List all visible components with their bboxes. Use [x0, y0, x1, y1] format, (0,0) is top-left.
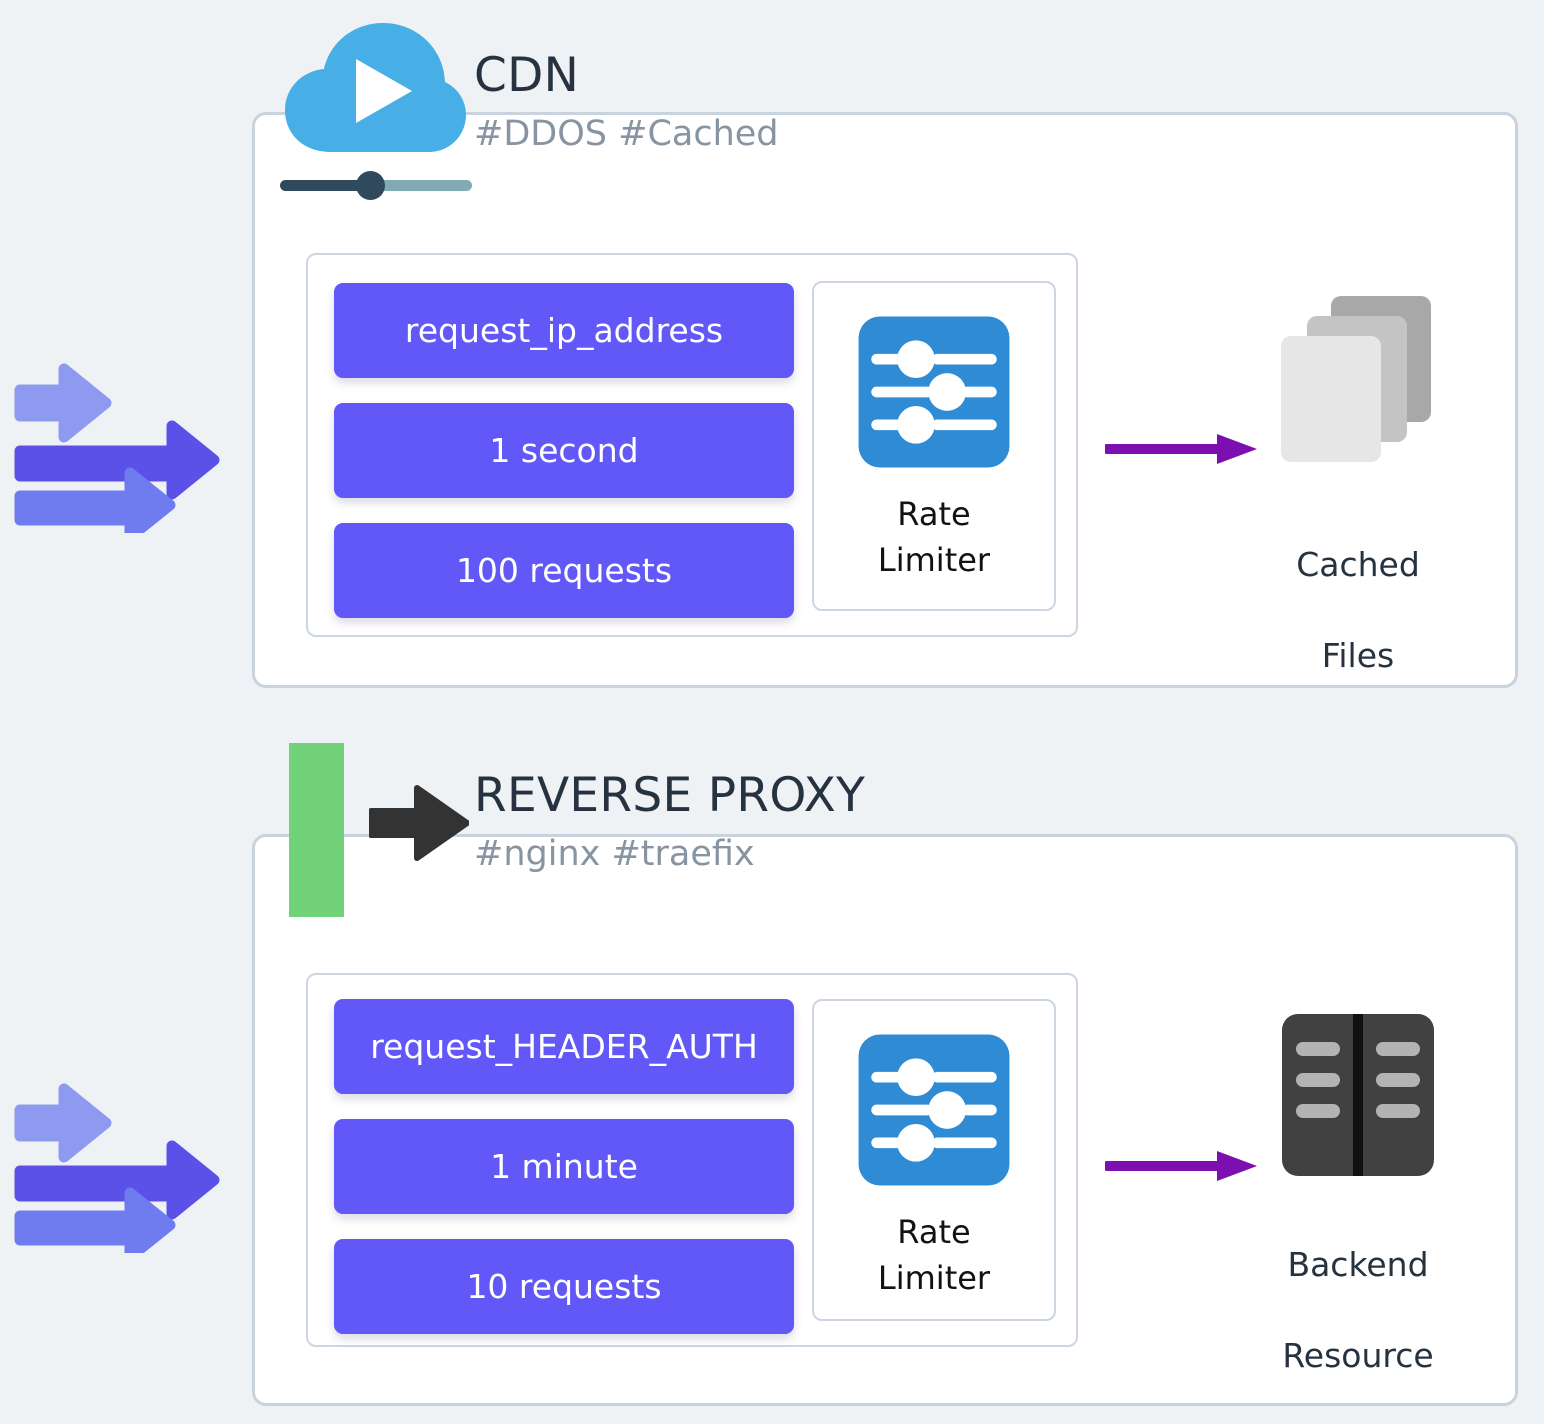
slider-track-filled	[280, 180, 388, 191]
rate-limiter-label-line1: Rate	[897, 1213, 971, 1251]
cdn-slider[interactable]	[280, 171, 472, 200]
rp-param-limit[interactable]: 10 requests	[334, 1239, 794, 1334]
rp-rate-limiter-card[interactable]: Rate Limiter	[812, 999, 1056, 1321]
backend-resource-label: Backend Resource	[1282, 1196, 1433, 1424]
arrow-right-icon	[1105, 1151, 1257, 1181]
triple-request-arrows-icon	[14, 363, 220, 533]
reverse-proxy-config-panel: request_HEADER_AUTH 1 minute 10 requests	[306, 973, 1078, 1347]
cdn-param-limit[interactable]: 100 requests	[334, 523, 794, 618]
slider-knob[interactable]	[356, 171, 385, 200]
backend-resource-destination[interactable]: Backend Resource	[1258, 1010, 1458, 1424]
cdn-rate-limiter-label: Rate Limiter	[878, 491, 990, 584]
cdn-header: CDN #DDOS #Cached	[474, 52, 779, 152]
arrow-right-icon	[1105, 434, 1257, 464]
cdn-config-panel: request_ip_address 1 second 100 requests	[306, 253, 1078, 637]
reverse-proxy-tags: #nginx #traefix	[474, 834, 755, 874]
rate-limiter-label-line2: Limiter	[877, 1259, 991, 1298]
dest-label-line2: Files	[1321, 635, 1395, 675]
cached-files-label: Cached Files	[1296, 496, 1420, 724]
reverse-proxy-title: REVERSE PROXY	[474, 768, 866, 823]
rp-param-window[interactable]: 1 minute	[334, 1119, 794, 1214]
reverse-proxy-header: REVERSE PROXY #nginx #traefix	[474, 772, 865, 872]
dest-label-line1: Cached	[1296, 544, 1420, 584]
cdn-title: CDN	[474, 48, 580, 103]
cdn-tags: #DDOS #Cached	[474, 114, 779, 154]
rp-param-key[interactable]: request_HEADER_AUTH	[334, 999, 794, 1094]
cdn-rate-limiter-card[interactable]: Rate Limiter	[812, 281, 1056, 611]
sliders-settings-icon	[858, 1034, 1010, 1186]
dest-label-line2: Resource	[1282, 1335, 1434, 1375]
cdn-param-window[interactable]: 1 second	[334, 403, 794, 498]
black-arrow-right-icon	[369, 785, 469, 861]
green-marker-bar	[289, 743, 344, 917]
cdn-param-key[interactable]: request_ip_address	[334, 283, 794, 378]
rate-limiter-label-line2: Limiter	[877, 541, 991, 580]
cloud-play-icon	[285, 23, 466, 152]
cached-files-destination[interactable]: Cached Files	[1258, 290, 1458, 724]
triple-request-arrows-icon	[14, 1083, 220, 1253]
server-rack-icon	[1282, 1014, 1434, 1176]
slider-track-remaining	[380, 180, 472, 191]
rp-rate-limiter-label: Rate Limiter	[878, 1209, 990, 1302]
dest-label-line1: Backend	[1287, 1244, 1429, 1284]
rate-limiter-label-line1: Rate	[897, 495, 971, 533]
sliders-settings-icon	[858, 316, 1010, 468]
stacked-files-icon	[1281, 296, 1431, 462]
